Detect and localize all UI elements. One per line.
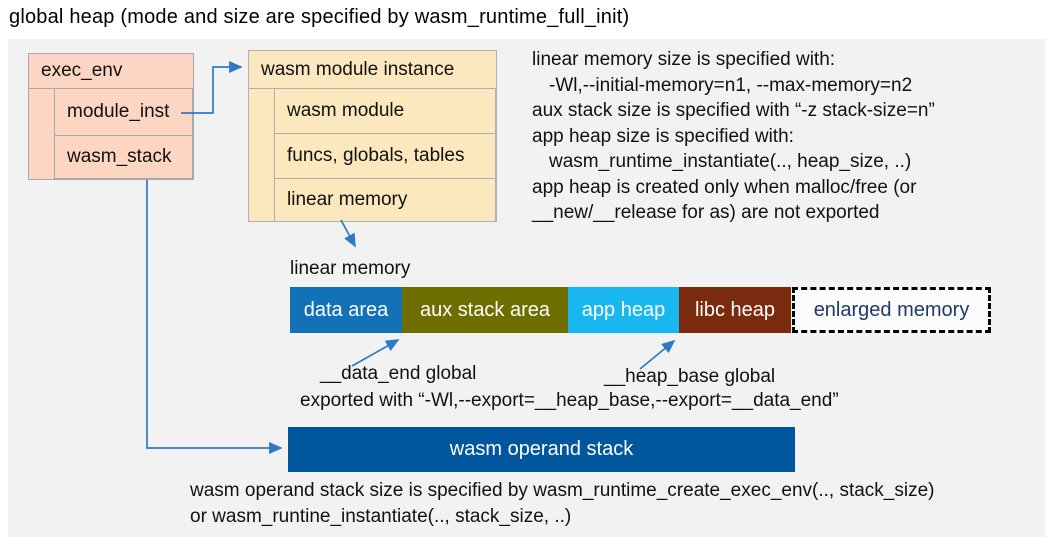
app-heap-segment: app heap bbox=[568, 287, 679, 333]
note-line: -Wl,--initial-memory=n1, --max-memory=n2 bbox=[549, 74, 913, 96]
funcs-globals-tables-box: funcs, globals, tables bbox=[274, 133, 496, 179]
wasm-module-instance-box: wasm module instance wasm module funcs, … bbox=[248, 50, 497, 222]
note-line: or wasm_runtine_instantiate(.., stack_si… bbox=[190, 506, 572, 527]
wasm-module-box: wasm module bbox=[274, 88, 496, 134]
wasm-operand-stack-bar: wasm operand stack bbox=[288, 427, 795, 472]
note-line: app heap size is specified with: bbox=[532, 125, 794, 147]
exec-env-box: exec_env module_inst wasm_stack bbox=[28, 53, 194, 180]
note-line: app heap is created only when malloc/fre… bbox=[532, 176, 917, 198]
diagram-title: global heap (mode and size are specified… bbox=[9, 6, 630, 28]
aux-stack-area-segment: aux stack area bbox=[402, 287, 568, 333]
size-notes: linear memory size is specified with: -W… bbox=[532, 47, 935, 226]
note-line: wasm operand stack size is specified by … bbox=[190, 480, 935, 501]
enlarged-memory-segment: enlarged memory bbox=[792, 287, 991, 333]
wasm-module-instance-header: wasm module instance bbox=[249, 51, 496, 89]
note-line: __new/__release for as) are not exported bbox=[532, 202, 880, 223]
linear-memory-box: linear memory bbox=[274, 178, 496, 222]
wasm-stack-box: wasm_stack bbox=[54, 135, 193, 179]
data-end-global-label: __data_end global bbox=[320, 363, 477, 384]
linear-memory-label: linear memory bbox=[290, 258, 411, 279]
exec-env-header: exec_env bbox=[29, 54, 193, 89]
libc-heap-segment: libc heap bbox=[679, 287, 791, 333]
note-line: linear memory size is specified with: bbox=[532, 49, 836, 70]
heap-base-global-label: __heap_base global bbox=[604, 366, 776, 387]
module-inst-box: module_inst bbox=[54, 88, 193, 136]
note-line: wasm_runtime_instantiate(.., heap_size, … bbox=[549, 151, 912, 172]
note-line: aux stack size is specified with “-z sta… bbox=[532, 100, 935, 121]
data-area-segment: data area bbox=[290, 287, 402, 333]
operand-stack-notes: wasm operand stack size is specified by … bbox=[190, 478, 935, 530]
exported-with-label: exported with “-Wl,--export=__heap_base,… bbox=[300, 390, 839, 411]
